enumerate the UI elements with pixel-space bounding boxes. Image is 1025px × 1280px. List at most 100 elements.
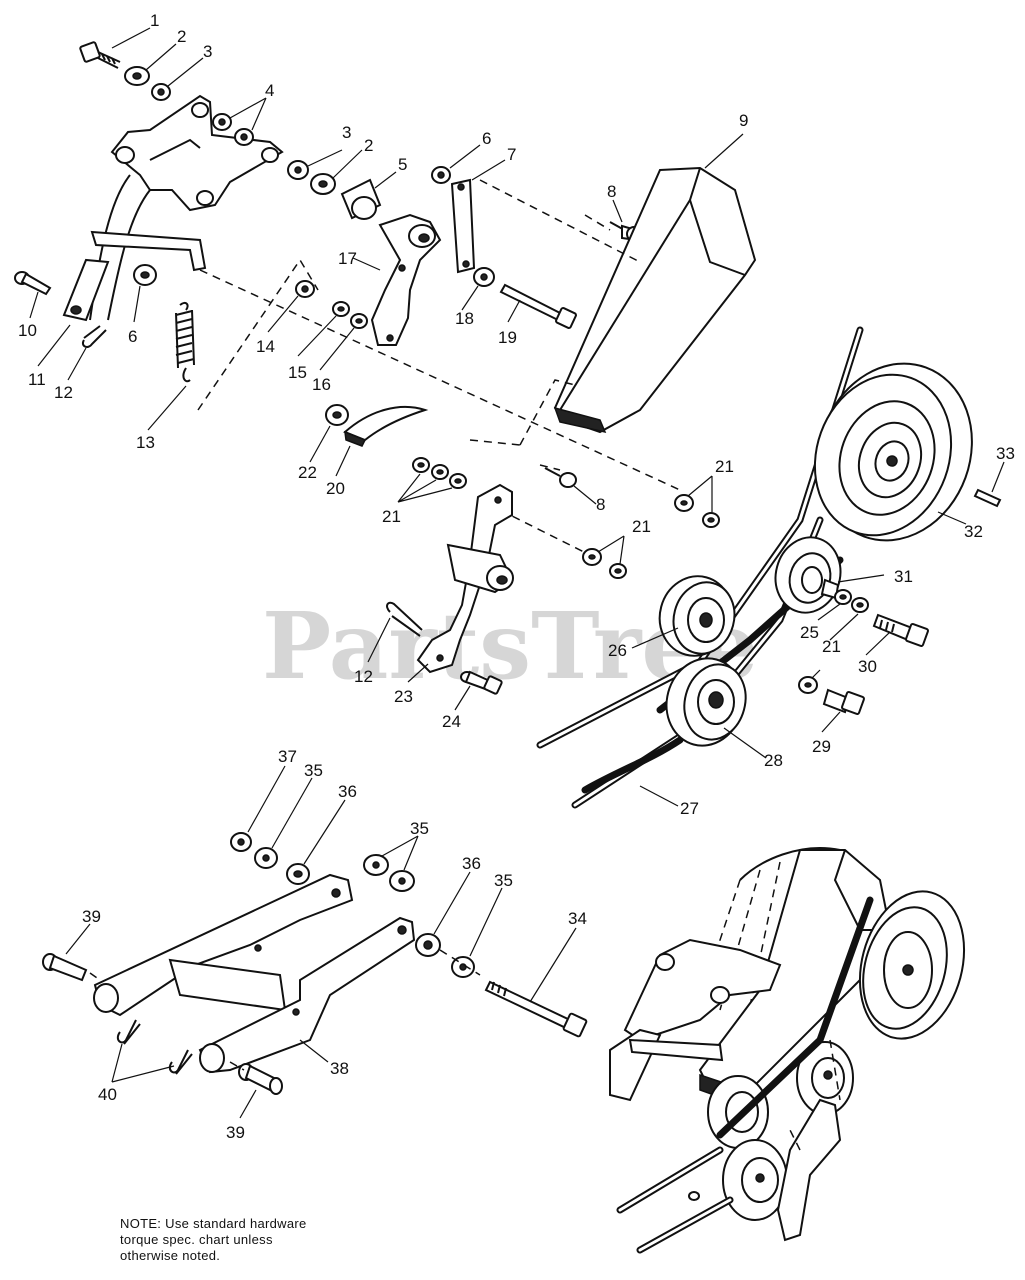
part-19-bolt — [499, 283, 577, 329]
callout-8: 8 — [607, 182, 616, 201]
callout-17: 17 — [338, 249, 357, 268]
callout-29: 29 — [812, 737, 831, 756]
part-20-clamp — [343, 406, 429, 447]
part-36-spacer — [286, 863, 310, 885]
part-29-bolt — [822, 688, 865, 715]
callout-23: 23 — [394, 687, 413, 706]
part-28-pulley — [665, 657, 747, 747]
callout-35: 35 — [304, 761, 323, 780]
callout-5: 5 — [398, 155, 407, 174]
callout-14: 14 — [256, 337, 275, 356]
part-5-bushing — [340, 178, 382, 220]
part-24-bolt — [460, 670, 503, 695]
part-8-screw-b — [544, 467, 577, 488]
callout-1: 1 — [150, 11, 159, 30]
callout-11: 11 — [28, 370, 46, 389]
callout-10: 10 — [18, 321, 37, 340]
callout-19: 19 — [498, 328, 517, 347]
callout-6: 6 — [482, 129, 491, 148]
callout-33: 33 — [996, 444, 1015, 463]
part-10-pin — [14, 271, 52, 296]
callout-34: 34 — [568, 909, 587, 928]
callout-37: 37 — [278, 747, 297, 766]
part-25-spacer — [834, 589, 852, 605]
part-11-pedal-arm — [62, 94, 284, 322]
callout-2: 2 — [177, 27, 186, 46]
note-line: otherwise noted. — [120, 1248, 221, 1263]
part-13-spring — [175, 301, 195, 383]
part-18-washer — [473, 267, 495, 287]
part-36-spacer-b — [415, 933, 441, 957]
part-33-key — [973, 488, 1002, 508]
assembly-lines-lower — [89, 949, 481, 1071]
callout-36: 36 — [338, 782, 357, 801]
part-21-washers-c — [582, 548, 627, 579]
callout-2b: 2 — [364, 136, 373, 155]
callout-3b: 3 — [342, 123, 351, 142]
part-9-belt-cover — [553, 166, 757, 434]
part-37-nut — [230, 832, 252, 852]
callout-36b: 36 — [462, 854, 481, 873]
part-12-hairpin — [82, 325, 107, 348]
callout-39b: 39 — [226, 1123, 245, 1142]
callout-21c: 21 — [632, 517, 651, 536]
callout-21b: 21 — [715, 457, 734, 476]
part-7-link — [450, 178, 476, 274]
part-21-washers-b — [674, 494, 720, 528]
callout-39: 39 — [82, 907, 101, 926]
part-21-washer-e — [798, 676, 818, 694]
callout-27: 27 — [680, 799, 699, 818]
callout-12: 12 — [54, 383, 73, 402]
callout-35b: 35 — [410, 819, 429, 838]
callout-18: 18 — [455, 309, 474, 328]
part-26-idler-pulley — [658, 575, 736, 657]
callout-22: 22 — [298, 463, 317, 482]
part-4-nuts — [212, 113, 254, 146]
callout-24: 24 — [442, 712, 461, 731]
part-21-washer-d — [851, 597, 869, 613]
part-16-washer — [350, 313, 368, 329]
callout-12b: 12 — [354, 667, 373, 686]
note-line: NOTE: Use standard hardware — [120, 1216, 307, 1231]
part-12-hairpin-b — [386, 601, 423, 637]
assembled-view — [609, 847, 966, 1254]
leader-lines — [29, 27, 1005, 1119]
callout-8b: 8 — [596, 495, 605, 514]
part-6-nut — [431, 166, 451, 184]
callout-3: 3 — [203, 42, 212, 61]
part-35-washer — [254, 847, 278, 869]
torque-note: NOTE: Use standard hardware torque spec.… — [120, 1216, 380, 1264]
part-14-nut — [295, 280, 315, 298]
part-35-washer-c — [451, 956, 475, 978]
part-32-large-pulley — [813, 362, 973, 542]
note-line: torque spec. chart unless — [120, 1232, 273, 1247]
callout-21d: 21 — [822, 637, 841, 656]
callout-6b: 6 — [128, 327, 137, 346]
part-39-pin-b — [238, 1063, 283, 1095]
callout-4: 4 — [265, 81, 274, 100]
part-31-pulley — [774, 536, 842, 614]
callout-26: 26 — [608, 641, 627, 660]
part-39-pin — [42, 953, 88, 982]
callout-15: 15 — [288, 363, 307, 382]
part-2-washer — [124, 66, 150, 86]
callout-9: 9 — [739, 111, 748, 130]
callout-13: 13 — [136, 433, 155, 452]
callout-labels: 1 2 3 4 3 2 5 6 7 9 8 17 10 6 14 15 16 1… — [18, 11, 1015, 1142]
callout-25: 25 — [800, 623, 819, 642]
part-34-bolt — [484, 980, 588, 1038]
part-30-bolt — [872, 613, 929, 647]
callout-7: 7 — [507, 145, 516, 164]
part-35-washers-b — [363, 854, 415, 892]
callout-35c: 35 — [494, 871, 513, 890]
part-6-nut-b — [133, 264, 157, 286]
part-21-washers-a — [412, 457, 467, 489]
part-3-washer — [151, 83, 171, 101]
part-3-washer-b — [287, 160, 309, 180]
part-40-hairpins — [116, 1019, 193, 1075]
part-2-washer-b — [310, 173, 336, 195]
callout-31: 31 — [894, 567, 913, 586]
callout-21: 21 — [382, 507, 401, 526]
part-1-bolt — [79, 41, 121, 69]
